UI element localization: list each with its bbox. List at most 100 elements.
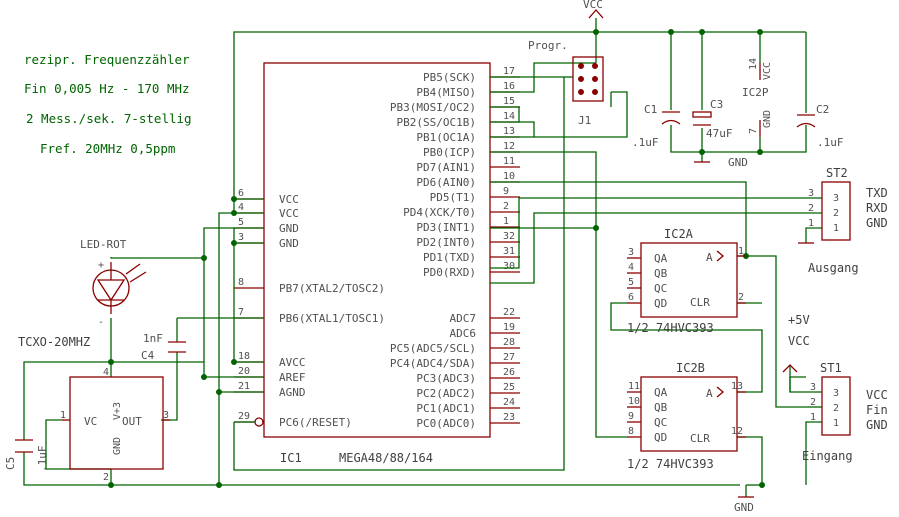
- c5-value: .1uF: [36, 446, 49, 473]
- gnd-bottom-symbol: GND: [734, 496, 754, 514]
- ic1-right-pin-label: PD7(AIN1): [416, 161, 476, 174]
- tcxo-gnd: GND: [112, 437, 123, 455]
- note-line-2: Fin 0,005 Hz - 170 MHz: [24, 81, 190, 96]
- ic2a-pin-num: 6: [628, 292, 634, 303]
- ic2b-clr-num: 12: [731, 426, 743, 437]
- prog-title: Progr.: [528, 39, 568, 52]
- ic2p-gnd: GND: [762, 110, 773, 128]
- ic2a-pin-label: QC: [654, 282, 667, 295]
- st1-connector: ST1 3 2 1 3 2 1 VCC Fin GND Eingang: [802, 361, 888, 463]
- ic2a-clr-num: 2: [738, 292, 744, 303]
- ic2a-name: IC2A: [664, 227, 694, 241]
- vcc-right-label: VCC: [788, 334, 810, 348]
- ic1-left-pin-num: 4: [238, 202, 244, 213]
- st2-inner3: 3: [833, 193, 839, 204]
- ic1-right-pin-label: PC2(ADC2): [416, 387, 476, 400]
- ic2p-power: 14 VCC GND 7 IC2P GND: [728, 58, 773, 169]
- ic2b-a-num: 13: [731, 381, 743, 392]
- ic1-right-pin-label: PB5(SCK): [423, 71, 476, 84]
- ic1-left-pin-label: GND: [279, 222, 299, 235]
- ic1-right-pin-label: PC5(ADC5/SCL): [390, 342, 476, 355]
- ic1-left-pin-num: 6: [238, 188, 244, 199]
- ic2b-pin-num: 10: [628, 396, 640, 407]
- vcc-top-label: VCC: [583, 0, 603, 11]
- prog-name: J1: [578, 114, 591, 127]
- c3-name: C3: [710, 98, 723, 111]
- tcxo-oscillator: TCXO-20MHZ VC OUT V+3 GND 1 2 3 4: [18, 335, 170, 483]
- ic1-right-pin-num: 11: [503, 156, 515, 167]
- ic1-right-pin-label: PB1(OC1A): [416, 131, 476, 144]
- cap-c3: C3 47uF: [692, 98, 733, 163]
- ic1-right-pin-num: 19: [503, 322, 515, 333]
- ic1-right-pin-label: PC0(ADC0): [416, 417, 476, 430]
- ic1-left-pin-num: 29: [238, 411, 250, 422]
- ic1-left-pin-label: VCC: [279, 193, 299, 206]
- c1-name: C1: [644, 103, 657, 116]
- led-minus: -: [98, 317, 104, 328]
- ic1-right-pin-label: PB3(MOSI/OC2): [390, 101, 476, 114]
- st2-connector: ST2 3 2 1 3 2 1 TXD RXD GND Ausgang: [798, 166, 888, 275]
- ic1-right-pin-num: 31: [503, 246, 515, 257]
- ic2b-pin-label: QB: [654, 401, 668, 414]
- plus5v-label: +5V: [788, 313, 810, 327]
- ic1-left-pin-label: PC6(/RESET): [279, 416, 352, 429]
- note-line-3: 2 Mess./sek. 7-stellig: [26, 111, 192, 126]
- ic1-left-pin-label: GND: [279, 237, 299, 250]
- cap-c4: 1nF C4: [141, 332, 186, 362]
- ic1-left-pin-num: 18: [238, 351, 250, 362]
- notes-block: rezipr. Frequenzzähler Fin 0,005 Hz - 17…: [24, 52, 192, 156]
- junction-dots: [108, 29, 765, 488]
- st1-pin1: 1: [810, 412, 816, 423]
- ic1-right-pin-num: 32: [503, 231, 515, 242]
- tcxo-vp: V+3: [112, 402, 123, 420]
- ic2b-pin-label: QC: [654, 416, 667, 429]
- ic1-right-pins: 17PB5(SCK)16PB4(MISO)15PB3(MOSI/OC2)14PB…: [390, 66, 520, 430]
- st2-pin2: 2: [808, 203, 814, 214]
- st1-pin2: 2: [810, 397, 816, 408]
- st2-name: ST2: [826, 166, 848, 180]
- supply-5v: +5V VCC: [782, 313, 810, 373]
- ic1-right-pin-label: PB2(SS/OC1B): [397, 116, 476, 129]
- ic1-right-pin-label: PB0(ICP): [423, 146, 476, 159]
- ic2p-pin14: 14: [748, 58, 759, 70]
- ic1-left-pin-label: PB7(XTAL2/TOSC2): [279, 282, 385, 295]
- ic2b-value: 1/2 74HVC393: [627, 457, 714, 471]
- ic1-right-pin-label: PD4(XCK/T0): [403, 206, 476, 219]
- st2-txd: TXD: [866, 186, 888, 200]
- cap-c5: C5 .1uF: [4, 439, 49, 473]
- st2-caption: Ausgang: [808, 261, 859, 275]
- ic2b-name: IC2B: [676, 361, 705, 375]
- ic2a-clr-label: CLR: [690, 296, 710, 309]
- st2-rxd: RXD: [866, 201, 888, 215]
- st1-pin3: 3: [810, 382, 816, 393]
- ic2a-pin-num: 3: [628, 247, 634, 258]
- c1-value: .1uF: [632, 136, 659, 149]
- ic1-left-pin-num: 7: [238, 307, 244, 318]
- c4-name: C4: [141, 349, 155, 362]
- ic1-right-pin-num: 1: [503, 216, 509, 227]
- ic1-right-pin-label: PD3(INT1): [416, 221, 476, 234]
- note-line-1: rezipr. Frequenzzähler: [24, 52, 190, 67]
- ic1-left-pin-label: AREF: [279, 371, 306, 384]
- ic1-left-pin-label: VCC: [279, 207, 299, 220]
- st2-inner1: 1: [833, 223, 839, 234]
- ic1-left-pin-num: 20: [238, 366, 250, 377]
- ic1-right-pin-num: 15: [503, 96, 515, 107]
- ic1-name: IC1: [280, 451, 302, 465]
- ic1-right-pin-label: PD1(TXD): [423, 251, 476, 264]
- ic1-right-pin-num: 17: [503, 66, 515, 77]
- ic2p-name: IC2P: [742, 86, 769, 99]
- st1-fin: Fin: [866, 403, 888, 417]
- ic1-right-pin-num: 16: [503, 81, 515, 92]
- tcxo-pin4: 4: [103, 367, 109, 378]
- ic1-left-pin-num: 8: [238, 277, 244, 288]
- ic2a-pin-label: QA: [654, 252, 668, 265]
- st2-pin1: 1: [808, 218, 814, 229]
- ic1-right-pin-num: 25: [503, 382, 515, 393]
- ic1-body: [263, 62, 491, 438]
- ic1-right-pin-num: 9: [503, 186, 509, 197]
- ic1-right-pin-label: PC3(ADC3): [416, 372, 476, 385]
- cap-c2: C2 .1uF: [796, 103, 844, 149]
- ic1-left-pin-num: 21: [238, 381, 250, 392]
